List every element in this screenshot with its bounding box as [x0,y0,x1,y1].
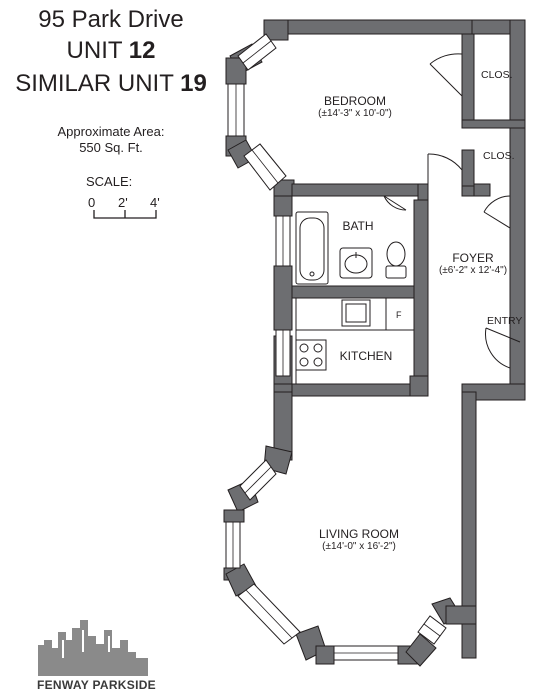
exterior-walls [223,19,526,667]
unit-prefix: UNIT [66,37,129,64]
similar-prefix: SIMILAR UNIT [15,70,181,97]
window-glass-lines [232,40,441,654]
room-kitchen: KITCHEN [339,349,393,363]
approximate-area: Approximate Area: 550 Sq. Ft. [0,124,222,156]
similar-unit-title: SIMILAR UNIT 19 [0,70,222,98]
kitchen-counter [295,297,415,384]
living-name: LIVING ROOM [318,527,399,541]
scale-tick-0: 0 [88,195,96,210]
logo-skyline [38,620,148,676]
foyer-dims: (±6'-2" x 12'-4") [438,265,508,276]
scale-title: SCALE: [86,174,133,189]
interior-walls [291,33,526,397]
room-foyer: FOYER (±6'-2" x 12'-4") [428,251,518,276]
bedroom-dims: (±14'-3" x 10'-0") [318,108,392,119]
closet-label-2: CLOS. [483,150,515,162]
room-bedroom: BEDROOM (±14'-3" x 10'-0") [300,94,410,119]
bath-sink [339,247,373,279]
area-label: Approximate Area: [57,124,165,139]
area-value: 550 Sq. Ft. [79,140,143,155]
room-living: LIVING ROOM (±14'-0" x 16'-2") [304,527,414,552]
doors [383,53,521,369]
building-address: 95 Park Drive [38,6,184,33]
windows [225,33,447,661]
room-entry: ENTRY [487,315,523,327]
unit-number: 12 [128,37,156,64]
scale-tick-2: 2' [118,195,128,210]
scale-bar [93,210,157,219]
logo-skyline-windows [62,630,110,658]
logo-text: FENWAY PARKSIDE [37,678,156,692]
toilet [385,241,407,279]
closet-label-1: CLOS. [481,69,513,81]
fridge-label: F [396,310,402,320]
bedroom-name: BEDROOM [323,94,386,108]
unit-title: UNIT 12 [0,37,222,65]
similar-number: 19 [180,70,207,97]
living-dims: (±14'-0" x 16'-2") [322,541,396,552]
foyer-name: FOYER [452,251,494,265]
bathtub [295,211,329,285]
room-bath: BATH [342,219,374,233]
scale-tick-4: 4' [150,195,160,210]
